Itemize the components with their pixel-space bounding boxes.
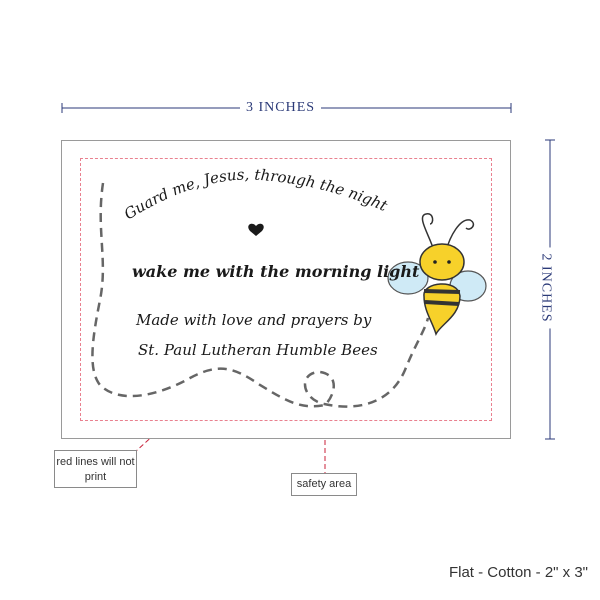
heart-icon	[248, 223, 264, 236]
verse-line-1: Guard me, Jesus, through the night	[121, 165, 391, 223]
safety-area-callout: safety area	[291, 473, 357, 496]
svg-text:Guard me, Jesus, through the n: Guard me, Jesus, through the night	[121, 165, 391, 223]
verse-line-2: wake me with the morning light	[132, 262, 420, 281]
credit-line-1: Made with love and prayers by	[136, 311, 372, 329]
safety-area-outline	[80, 158, 492, 421]
width-label: 3 INCHES	[240, 100, 322, 116]
credit-line-2: St. Paul Lutheran Humble Bees	[138, 341, 378, 359]
bee-illustration	[387, 213, 487, 336]
red-lines-callout: red lines will not print	[54, 450, 137, 488]
product-spec-label: Flat - Cotton - 2" x 3"	[448, 564, 588, 581]
